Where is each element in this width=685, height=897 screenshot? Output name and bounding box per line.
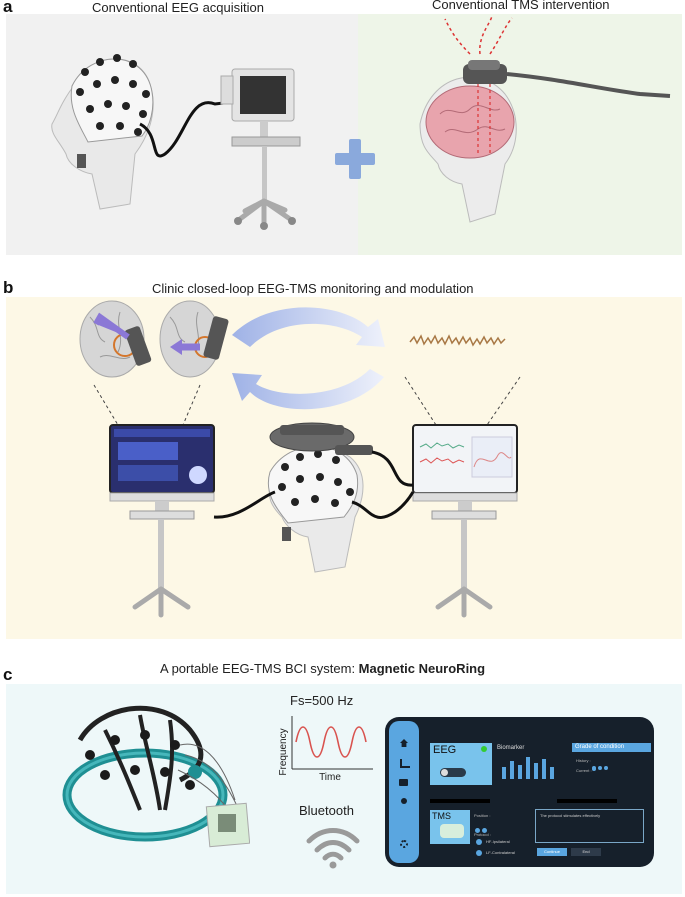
continue-button[interactable]: Continue	[537, 848, 567, 856]
panel-a-right-background	[358, 14, 682, 255]
option-2-radio[interactable]	[476, 850, 482, 856]
current-dot	[592, 767, 596, 771]
wifi-signal-icon	[306, 828, 360, 869]
eeg-headband-illustration	[62, 705, 250, 848]
tms-card-label: TMS	[432, 811, 451, 821]
protocol-label: Protocol :	[474, 832, 491, 837]
end-button[interactable]: End	[571, 848, 601, 856]
panel-a-illustration	[51, 15, 671, 230]
message-box: The protocol stimulates effectively	[535, 809, 644, 843]
chart-icon[interactable]	[400, 759, 410, 768]
eeg-status-dot	[481, 746, 487, 752]
monitor-icon[interactable]	[399, 779, 408, 786]
left-monitor	[109, 424, 215, 618]
eeg-monitor-stand	[220, 68, 301, 230]
option-1-label: HF-Ipsilateral	[486, 839, 510, 844]
user-icon[interactable]	[401, 798, 407, 804]
tms-intervention-title: Conventional TMS intervention	[432, 0, 610, 12]
brain-tms-diagram-2	[159, 300, 229, 378]
option-2-label: LF-Contralateral	[486, 850, 515, 855]
panel-a-letter: a	[3, 0, 13, 16]
tms-device-icon	[440, 824, 464, 838]
current-label: Current :	[576, 768, 592, 773]
separator-bar-left	[430, 799, 490, 803]
plot-ylabel: Frequency	[278, 728, 289, 775]
biomarker-label: Biomarker	[497, 745, 525, 751]
panel-b-letter: b	[3, 278, 14, 297]
option-1-radio[interactable]	[476, 839, 482, 845]
tms-head-illustration	[419, 15, 671, 223]
sine-wave	[295, 726, 367, 758]
closed-loop-title: Clinic closed-loop EEG-TMS monitoring an…	[152, 281, 474, 296]
eeg-card[interactable]: EEG	[430, 743, 492, 785]
sampling-rate-label: Fs=500 Hz	[290, 693, 354, 708]
title-product-name: Magnetic NeuroRing	[358, 661, 486, 676]
eeg-trace	[409, 334, 506, 347]
eeg-head-illustration	[51, 54, 233, 210]
title-prefix: A portable EEG-TMS BCI system:	[160, 661, 359, 676]
message-text: The protocol stimulates effectively	[540, 813, 601, 818]
settings-gear-icon[interactable]	[400, 840, 408, 848]
home-icon[interactable]	[400, 739, 408, 747]
eeg-acquisition-title: Conventional EEG acquisition	[92, 0, 264, 15]
tablet-device: EEG Biomarker Grade of condition History…	[385, 717, 654, 867]
tms-card[interactable]: TMS	[430, 810, 470, 844]
loop-arrow-bottom	[232, 369, 384, 410]
eeg-card-label: EEG	[433, 744, 457, 756]
bluetooth-label: Bluetooth	[299, 803, 354, 818]
history-dots	[592, 757, 608, 775]
position-dots	[475, 820, 487, 838]
grade-of-condition-header: Grade of condition	[572, 743, 651, 752]
signal-plot: Frequency Time	[278, 716, 373, 782]
brain-tms-diagram-1	[79, 300, 152, 378]
eeg-toggle[interactable]	[440, 768, 466, 777]
loop-arrow-top	[232, 307, 385, 347]
history-label: History :	[576, 758, 591, 763]
position-label: Position :	[474, 813, 491, 818]
right-monitor	[412, 424, 518, 618]
panel-b-illustration	[79, 300, 521, 618]
plus-icon	[335, 139, 375, 179]
tablet-sidebar	[389, 721, 419, 863]
biomarker-bars	[502, 757, 554, 779]
closed-loop-head-illustration	[213, 422, 415, 573]
portable-system-title: A portable EEG-TMS BCI system: Magnetic …	[160, 661, 485, 676]
panel-c-letter: c	[3, 665, 13, 684]
separator-bar-right	[557, 799, 617, 803]
plot-xlabel: Time	[319, 772, 341, 782]
